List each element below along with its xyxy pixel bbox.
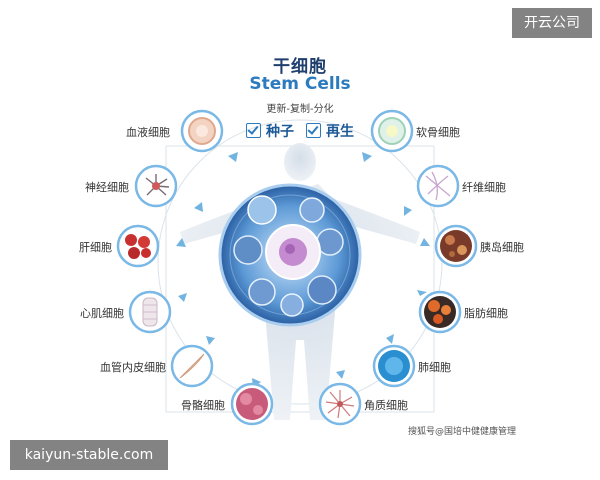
cell-icon-liver [116,224,160,268]
cell-icon-blood [180,109,224,153]
label-bone-cell: 骨骼细胞 [181,399,225,412]
source-credit: 搜狐号@国培中健健康管理 [408,427,517,437]
label-liver-cell: 肝细胞 [79,241,112,254]
cell-icon-heart [128,290,172,334]
label-keratin-cell: 角质细胞 [364,399,408,412]
label-pancreas-cell: 胰岛细胞 [480,241,524,254]
label-lung-cell: 肺细胞 [418,361,451,374]
watermark-top-right: 开云公司 [512,8,592,38]
check-item-label: 再生 [326,124,354,140]
label-heart-cell: 心肌细胞 [80,307,124,320]
cell-icon-fat [418,290,462,334]
label-blood-cell: 血液细胞 [126,126,170,139]
title-english: Stem Cells [249,74,351,94]
cell-icon-bone [230,382,274,426]
cell-icon-lung [372,344,416,388]
label-fiber-cell: 纤维细胞 [462,181,506,194]
cell-icon-cartilage [370,109,414,153]
checkbox-icon [246,123,261,138]
title-chinese: 干细胞 [273,57,327,77]
check-item-seed: 种子 [246,121,294,141]
label-vessel-cell: 血管内皮细胞 [100,361,166,374]
cell-icon-nerve [134,164,178,208]
checkbox-icon [306,123,321,138]
label-fat-cell: 脂肪细胞 [464,307,508,320]
check-item-label: 种子 [266,124,294,140]
subtitle: 更新-复制-分化 [266,104,334,115]
center-stem-cell-image [218,183,362,327]
check-item-regeneration: 再生 [306,121,354,141]
cell-icon-fiber [416,164,460,208]
cell-icon-vessel [170,344,214,388]
label-nerve-cell: 神经细胞 [85,181,129,194]
label-cartilage-cell: 软骨细胞 [416,126,460,139]
arrows [176,152,430,388]
watermark-bottom-left: kaiyun-stable.com [10,440,168,470]
cell-icon-pancreas [434,224,478,268]
cell-icon-keratin [318,382,362,426]
